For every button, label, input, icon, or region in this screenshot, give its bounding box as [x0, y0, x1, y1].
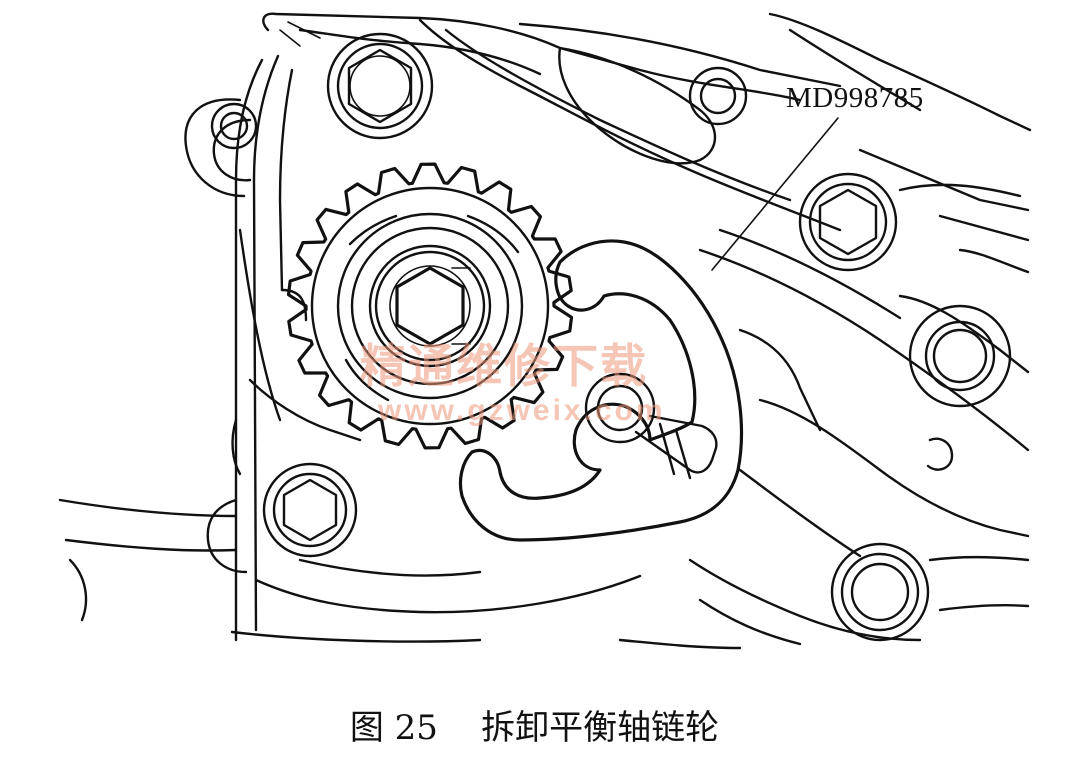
watermark-text: 精通维修下载	[360, 339, 648, 393]
bolt-top-left	[326, 32, 434, 140]
special-tool-md998785	[458, 239, 744, 542]
washer-right	[908, 304, 1012, 408]
part-number-label: MD998785	[786, 82, 924, 114]
bolt-bottom-right	[830, 542, 930, 642]
balance-shaft-sprocket	[286, 162, 574, 450]
bolt-bottom-left	[262, 462, 358, 558]
washer-top-left	[210, 102, 258, 150]
small-hole-right	[926, 437, 954, 471]
watermark-url: www.gzweix.com	[378, 394, 666, 427]
engine-housing	[58, 12, 1032, 650]
washer-top-mid	[688, 66, 748, 126]
bolt-right-upper	[798, 172, 898, 272]
caption-title: 拆卸平衡轴链轮	[481, 708, 720, 748]
figure-caption: 图 25 拆卸平衡轴链轮	[0, 700, 1069, 749]
caption-number: 图 25	[349, 708, 438, 748]
leader-line	[711, 117, 839, 271]
